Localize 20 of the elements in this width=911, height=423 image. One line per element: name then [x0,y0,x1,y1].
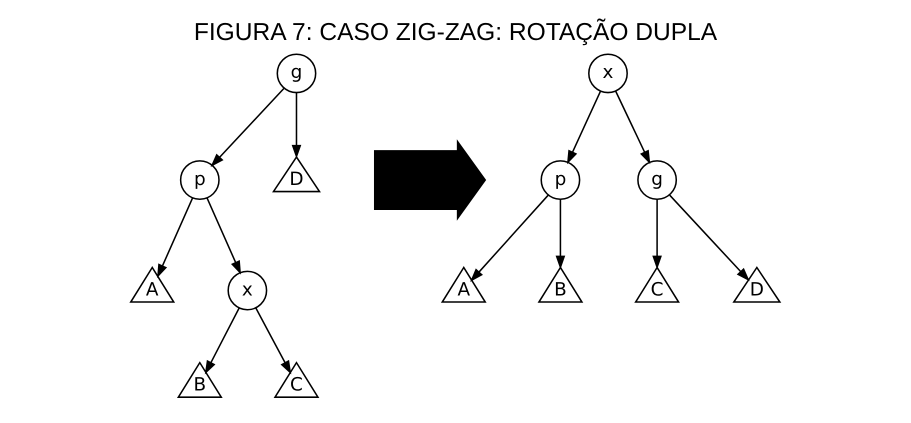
node-arrow [374,139,486,221]
node-circle: g [637,160,678,200]
arrow [157,198,194,278]
arrow [470,194,549,282]
arrow [566,90,602,164]
arrow [204,308,240,374]
arrow [556,199,566,270]
node-circle: g [276,53,316,94]
arrow [669,194,750,282]
arrow [206,198,242,275]
node-circle: x [227,270,268,310]
arrow [652,199,662,270]
node-circle: p [180,160,220,200]
arrow [614,90,650,164]
arrow [255,308,292,374]
node-circle: x [588,53,628,94]
arrow [210,88,284,167]
arrow [292,92,302,159]
node-circle: p [540,160,580,200]
diagram-title: FIGURA 7: CASO ZIG-ZAG: ROTAÇÃO DUPLA [194,19,718,46]
